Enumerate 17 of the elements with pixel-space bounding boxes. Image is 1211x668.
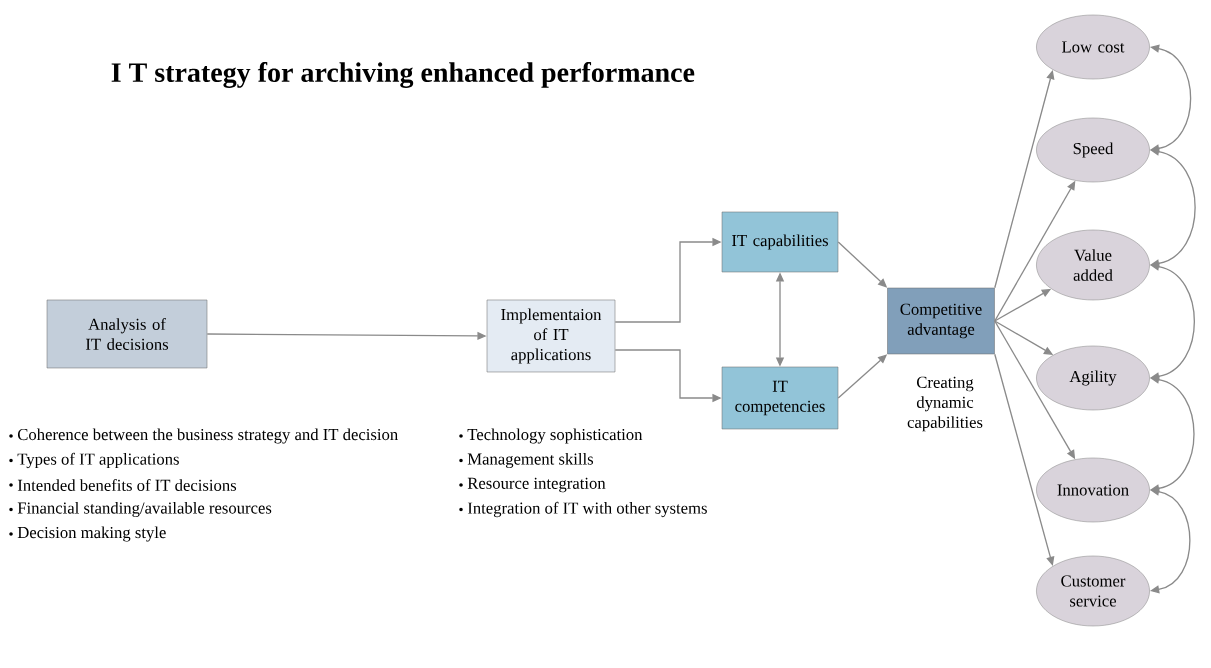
node-caption: Creating dynamic capabilities <box>907 376 983 432</box>
bullet-item: Decision making style <box>9 526 166 542</box>
bullet-item: Technology sophistication <box>459 428 643 444</box>
arrow <box>994 353 1055 566</box>
bullet-item: Resource integration <box>459 477 606 493</box>
process-box: IT capabilities <box>721 211 839 273</box>
bullet-item: Intended benefits of IT decisions <box>9 479 237 491</box>
bullet-item: Integration of IT with other systems <box>459 501 707 518</box>
process-box: Implementaion of IT applications <box>486 299 616 373</box>
process-box: Competitive advantage <box>887 287 995 355</box>
title: I T strategy for archiving enhanced performance <box>111 62 695 88</box>
bullet-item: Types of IT applications <box>9 452 179 469</box>
bullet-item: Coherence between the business strategy and IT decision <box>9 428 398 444</box>
bullet-item: Management skills <box>459 452 594 469</box>
process-box: IT competencies <box>721 366 839 430</box>
bullet-item: Financial standing/available resources <box>9 501 272 518</box>
process-box: Analysis of IT decisions <box>46 299 208 369</box>
